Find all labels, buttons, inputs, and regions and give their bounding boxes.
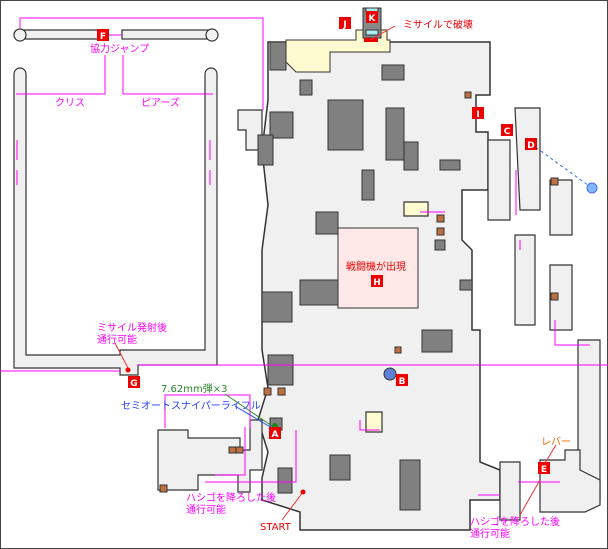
target-point	[586, 182, 598, 194]
annexes	[157, 107, 601, 521]
marker-h[interactable]: H	[371, 275, 383, 288]
marker-j[interactable]: J	[339, 17, 351, 30]
piers-label: ピアーズ	[141, 96, 180, 109]
missile-point	[125, 367, 131, 373]
sniper-rifle-label: セミオートスナイパーライフル	[121, 400, 261, 412]
svg-text:G: G	[130, 379, 137, 389]
ladder-left-label-1: ハシゴを降ろした後	[186, 491, 276, 504]
start-point	[300, 489, 306, 495]
marker-d[interactable]: D	[525, 138, 537, 151]
fighter-spawn-area	[337, 227, 419, 309]
crates	[159, 91, 559, 493]
ammo-label: 7.62mm弾×3	[161, 382, 228, 395]
drop-line	[530, 143, 593, 189]
svg-text:H: H	[373, 278, 381, 288]
ladder-left-label-2: 通行可能	[186, 503, 226, 516]
start-label: START	[260, 522, 292, 533]
ladder-right-label-2: 通行可能	[470, 527, 510, 540]
marker-g[interactable]: G	[128, 376, 140, 389]
fighter-appears-label: 戦闘機が出現	[346, 260, 406, 273]
svg-text:E: E	[541, 465, 547, 475]
routes	[0, 17, 608, 496]
lever-label: レバー	[541, 436, 571, 448]
svg-text:D: D	[527, 141, 534, 151]
callout-lines	[114, 25, 557, 521]
svg-text:J: J	[342, 20, 346, 30]
marker-e[interactable]: E	[538, 462, 550, 475]
svg-text:I: I	[476, 110, 479, 120]
turret-icon	[383, 367, 397, 381]
after-missile-label-1: ミサイル発射後	[97, 321, 167, 334]
missile-destroy-label: ミサイルで破壊	[403, 18, 473, 31]
hatch	[365, 29, 379, 36]
ladder-right-label-1: ハシゴを降ろした後	[470, 515, 560, 528]
marker-f[interactable]: F	[97, 29, 109, 42]
svg-text:B: B	[399, 377, 406, 387]
marker-a[interactable]: A	[269, 427, 281, 440]
svg-text:K: K	[369, 14, 377, 24]
svg-text:C: C	[504, 127, 511, 137]
left-ducts	[13, 28, 219, 376]
marker-k[interactable]: K	[366, 11, 378, 24]
svg-text:F: F	[100, 32, 106, 42]
after-missile-label-2: 通行可能	[97, 333, 137, 346]
chris-label: クリス	[55, 97, 85, 109]
coop-jump-label: 協力ジャンプ	[90, 42, 149, 55]
marker-b[interactable]: B	[396, 374, 408, 387]
marker-i[interactable]: I	[472, 107, 484, 120]
svg-text:A: A	[272, 430, 279, 440]
marker-c[interactable]: C	[501, 124, 513, 137]
